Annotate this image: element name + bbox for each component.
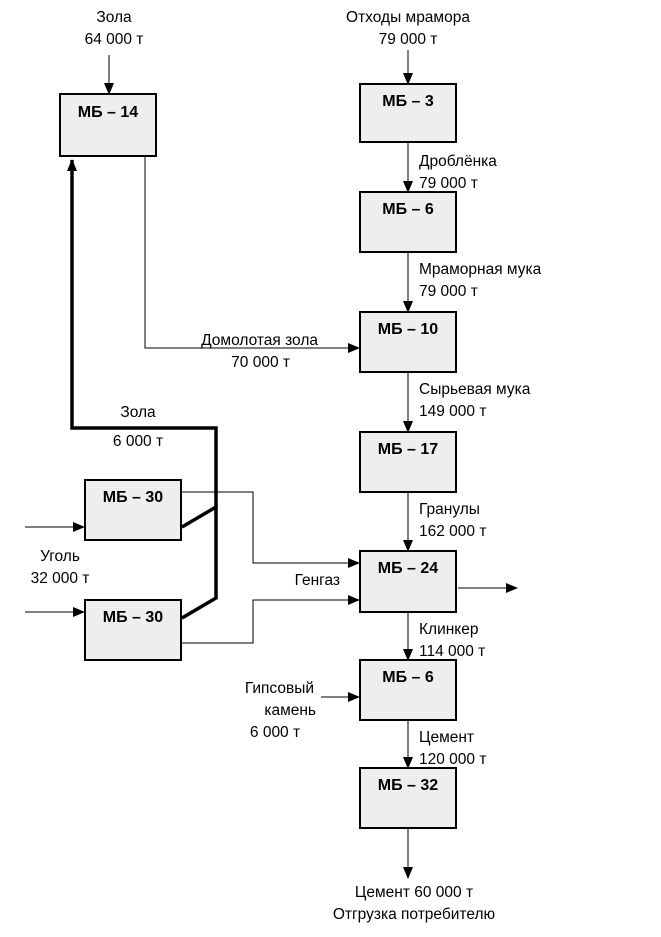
gypsum-line1: Гипсовый	[245, 680, 314, 697]
ash-collector-line	[181, 503, 218, 620]
block-label: МБ – 30	[103, 609, 164, 626]
block-mb17: МБ – 17	[359, 431, 457, 493]
block-mb10: МБ – 10	[359, 311, 457, 373]
ash-input-amount: 64 000 т	[85, 31, 144, 48]
arrow-ash-return-to-mb14	[67, 159, 218, 507]
gypsum-line2: камень	[264, 702, 316, 719]
output-line2: Отгрузка потребителю	[333, 906, 495, 923]
clinker-name: Клинкер	[419, 621, 479, 638]
arrow-mb14-to-mb10	[144, 156, 360, 353]
ash-recycle-amount: 6 000 т	[113, 433, 163, 450]
block-mb3: МБ – 3	[359, 83, 457, 143]
block-mb6-second: МБ – 6	[359, 659, 457, 721]
block-mb24: МБ – 24	[359, 550, 457, 613]
output-line1: Цемент 60 000 т	[355, 884, 473, 901]
clinker-amount: 114 000 т	[419, 643, 485, 660]
block-label: МБ – 24	[378, 560, 439, 577]
arrow-gengas-mb30b-to-mb24	[182, 595, 360, 644]
block-label: МБ – 3	[382, 93, 434, 110]
ash-recycle-name: Зола	[120, 404, 156, 421]
granules-amount: 162 000 т	[419, 523, 486, 540]
marble-waste-name: Отходы мрамора	[346, 9, 470, 26]
block-mb14: МБ – 14	[59, 93, 157, 157]
block-label: МБ – 6	[382, 201, 434, 218]
crushed-name: Дроблёнка	[419, 153, 497, 170]
flow-labels: Зола 64 000 т Отходы мрамора 79 000 т Др…	[31, 9, 542, 923]
raw-flour-name: Сырьевая мука	[419, 381, 531, 398]
block-label: МБ – 6	[382, 669, 434, 686]
block-mb30-bottom: МБ – 30	[84, 599, 182, 661]
block-mb32: МБ – 32	[359, 767, 457, 829]
cement-name: Цемент	[419, 729, 474, 746]
arrow-gengas-mb30a-to-mb24	[182, 491, 360, 568]
marble-waste-amount: 79 000 т	[379, 31, 438, 48]
connectors	[25, 50, 518, 879]
granules-name: Гранулы	[419, 501, 480, 518]
ash-input-name: Зола	[96, 9, 132, 26]
cement-amount: 120 000 т	[419, 751, 486, 768]
crushed-amount: 79 000 т	[419, 175, 478, 192]
block-label: МБ – 10	[378, 321, 439, 338]
block-mb6-first: МБ – 6	[359, 191, 457, 253]
block-label: МБ – 14	[78, 104, 139, 121]
coal-amount: 32 000 т	[31, 570, 90, 587]
block-label: МБ – 32	[378, 777, 439, 794]
gengas-name: Генгаз	[295, 572, 340, 589]
block-mb30-top: МБ – 30	[84, 479, 182, 541]
marble-flour-amount: 79 000 т	[419, 283, 478, 300]
coal-name: Уголь	[40, 548, 80, 565]
block-label: МБ – 17	[378, 441, 439, 458]
marble-flour-name: Мраморная мука	[419, 261, 542, 278]
raw-flour-amount: 149 000 т	[419, 403, 486, 420]
gypsum-amount: 6 000 т	[250, 724, 300, 741]
block-label: МБ – 30	[103, 489, 164, 506]
ground-ash-amount: 70 000 т	[231, 354, 290, 371]
ground-ash-name: Домолотая зола	[201, 332, 318, 349]
